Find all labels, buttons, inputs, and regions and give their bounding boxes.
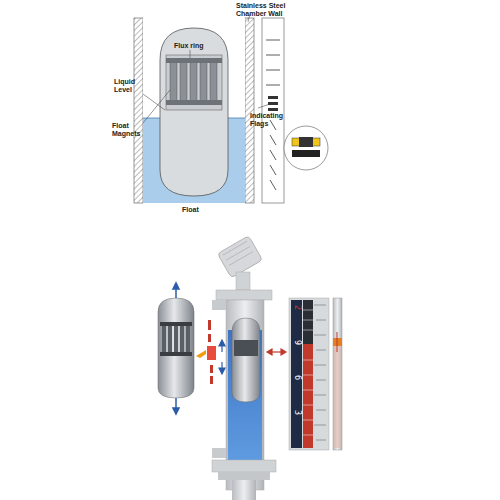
scale-number: 2 xyxy=(293,303,302,313)
part-label: Indicating Flags xyxy=(250,112,290,128)
part-label: Float xyxy=(182,206,212,214)
scale-number: 9 xyxy=(293,338,302,348)
part-label: Liquid Level xyxy=(114,78,144,94)
scale-number: 6 xyxy=(293,373,302,383)
part-label: Float Magnets xyxy=(112,122,144,138)
part-label: Flux ring xyxy=(174,42,214,50)
part-label: Stainless Steel Chamber Wall xyxy=(236,2,288,18)
scale-number: 3 xyxy=(293,408,302,418)
